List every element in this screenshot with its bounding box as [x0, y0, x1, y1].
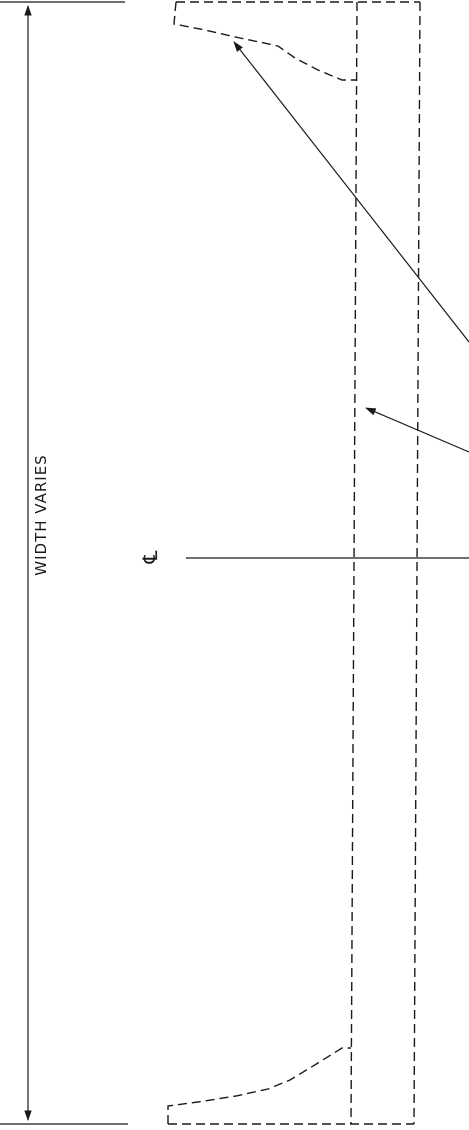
leader-arrow-middle [365, 407, 469, 453]
top-curb-profile [173, 1, 357, 81]
bottom-curb-profile [167, 1047, 351, 1124]
outer-dashed-line [413, 1, 421, 1125]
inner-dashed-line [350, 1, 358, 1125]
centerline-symbol: ℄ [138, 550, 162, 564]
dimension-label: WIDTH VARIES [32, 454, 50, 575]
leader-arrow-upper [233, 41, 469, 343]
